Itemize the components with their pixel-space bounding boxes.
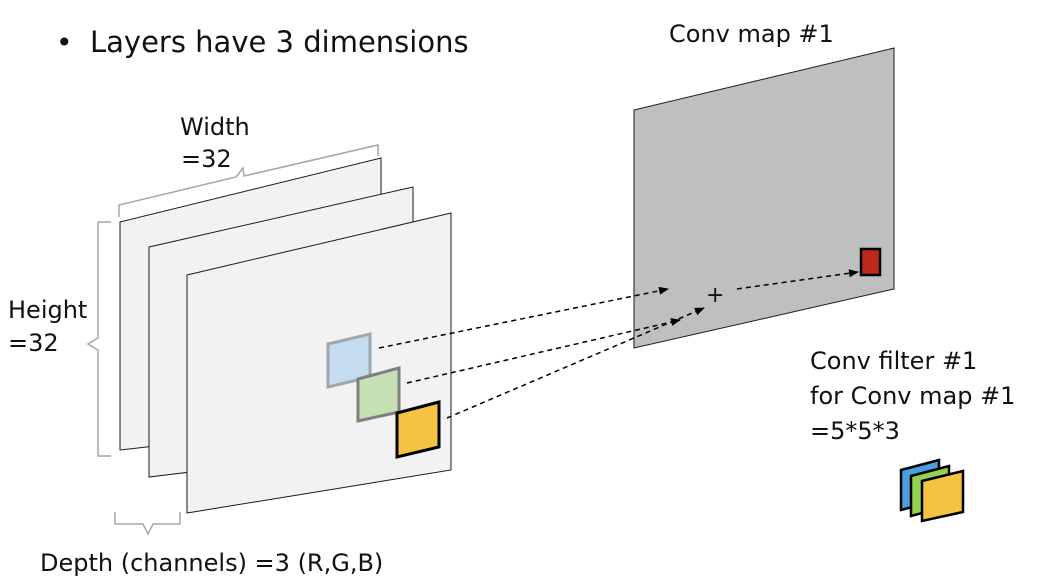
filter-slice-b bbox=[920, 469, 965, 523]
arrow-g-to-sum bbox=[406, 318, 681, 384]
arrow-sum-to-output bbox=[736, 269, 859, 290]
depth-bracket bbox=[114, 512, 181, 536]
input-volume bbox=[119, 157, 452, 514]
arrow-r-to-sum bbox=[378, 286, 669, 349]
bullet-symbol: • bbox=[56, 26, 73, 59]
height-label: Height bbox=[8, 296, 87, 324]
sum-symbol: + bbox=[706, 283, 724, 308]
depth-label: Depth (channels) =3 (R,G,B) bbox=[40, 549, 383, 577]
conv-map-title: Conv map #1 bbox=[669, 20, 834, 48]
width-bracket bbox=[118, 144, 379, 217]
conv-filter-stack bbox=[899, 458, 965, 523]
arrow-b-to-sum bbox=[446, 307, 705, 419]
conv-map-plane bbox=[633, 47, 895, 349]
bullet-text: Layers have 3 dimensions bbox=[90, 25, 469, 59]
conv-filter-line-1: Conv filter #1 bbox=[810, 347, 977, 375]
width-label: Width bbox=[180, 113, 250, 141]
output-cell bbox=[859, 247, 882, 277]
height-bracket bbox=[86, 221, 111, 457]
patch-channel-b bbox=[395, 400, 441, 459]
conv-filter-line-3: =5*5*3 bbox=[810, 417, 900, 445]
width-value: =32 bbox=[181, 145, 232, 173]
conv-filter-line-2: for Conv map #1 bbox=[810, 382, 1015, 410]
height-value: =32 bbox=[8, 329, 59, 357]
channel-sheet-front bbox=[186, 212, 452, 514]
patch-channel-g bbox=[356, 366, 401, 423]
